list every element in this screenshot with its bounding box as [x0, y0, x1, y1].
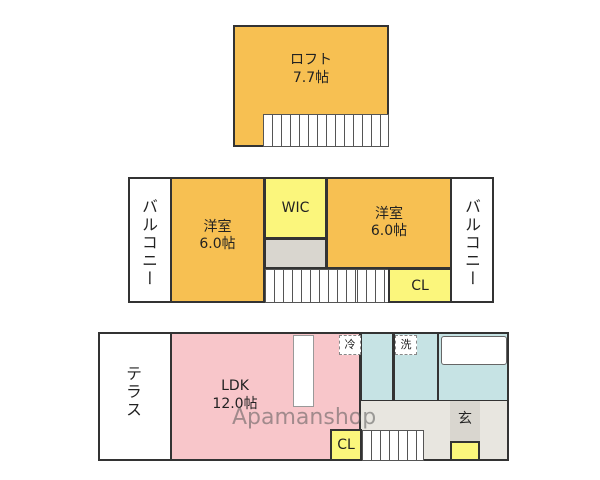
loft-stairs — [263, 114, 389, 147]
entrance-label: 玄 — [458, 411, 472, 427]
loft-label: ロフト — [290, 52, 332, 68]
closet-floor1-label: CL — [337, 437, 355, 453]
toilet-room — [360, 332, 394, 402]
balcony-right-label: バルコニー — [462, 198, 481, 288]
fridge-label: 冷 — [339, 335, 361, 355]
shoe-closet — [450, 441, 480, 461]
ldk-size: 12.0帖 — [212, 396, 258, 412]
bedroom-1-label: 洋室 — [203, 219, 232, 235]
bedroom-2-label: 洋室 — [375, 206, 403, 222]
stairs-floor2 — [265, 269, 359, 303]
closet-floor2-label: CL — [411, 278, 429, 294]
wic-label: WIC — [281, 200, 310, 216]
bedroom-2-size: 6.0帖 — [370, 223, 408, 239]
small-stairs — [357, 269, 390, 303]
hall-floor2 — [264, 238, 327, 269]
bedroom-1 — [170, 177, 265, 303]
loft-size: 7.7帖 — [292, 70, 330, 86]
terrace-label: テラス — [123, 365, 142, 419]
washer-label: 洗 — [395, 335, 417, 355]
bedroom-1-size: 6.0帖 — [199, 236, 236, 252]
balcony-left-label: バルコニー — [139, 198, 158, 288]
closet-floor1 — [330, 429, 362, 461]
bathtub — [441, 336, 507, 365]
ldk-label: LDK — [221, 378, 249, 394]
ldk-room — [170, 332, 361, 461]
kitchen-counter — [293, 335, 314, 407]
watermark: Apamanshop — [232, 405, 377, 430]
stairs-floor1 — [362, 430, 424, 461]
closet-floor2 — [388, 268, 452, 303]
entrance — [450, 401, 480, 442]
